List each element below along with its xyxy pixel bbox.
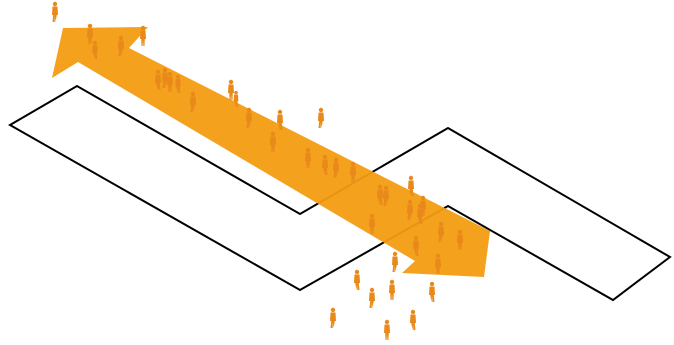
person-silhouette-icon (413, 235, 419, 256)
person-silhouette-icon (333, 157, 339, 178)
person-silhouette-icon (162, 67, 168, 88)
person-silhouette-icon (87, 23, 93, 44)
person-silhouette-icon (228, 79, 234, 100)
person-silhouette-icon (408, 175, 414, 196)
person-silhouette-icon (438, 221, 444, 242)
person-silhouette-icon (369, 213, 375, 234)
person-silhouette-icon (270, 131, 276, 152)
person-silhouette-icon (277, 109, 283, 130)
person-silhouette-icon (369, 287, 375, 308)
person-silhouette-icon (167, 71, 173, 92)
person-silhouette-icon (175, 74, 181, 93)
person-silhouette-icon (383, 185, 389, 206)
person-silhouette-icon (52, 1, 58, 22)
person-silhouette-icon (155, 69, 161, 90)
people-group (52, 1, 463, 340)
person-silhouette-icon (318, 107, 324, 128)
person-silhouette-icon (140, 25, 146, 46)
double-headed-arrow-icon (52, 27, 490, 277)
person-silhouette-icon (246, 107, 252, 128)
person-silhouette-icon (305, 147, 311, 168)
person-silhouette-icon (435, 253, 441, 274)
person-silhouette-icon (190, 91, 196, 112)
person-silhouette-icon (457, 229, 463, 250)
person-silhouette-icon (417, 203, 423, 224)
person-silhouette-icon (330, 307, 336, 328)
person-silhouette-icon (407, 199, 413, 220)
building-outline (7, 84, 672, 302)
person-silhouette-icon (322, 154, 328, 175)
person-silhouette-icon (410, 309, 416, 330)
person-silhouette-icon (350, 161, 356, 182)
person-silhouette-icon (354, 269, 360, 290)
person-silhouette-icon (92, 40, 98, 59)
person-silhouette-icon (389, 279, 395, 300)
person-silhouette-icon (233, 90, 239, 107)
person-silhouette-icon (118, 35, 124, 56)
person-silhouette-icon (429, 281, 435, 302)
person-silhouette-icon (384, 319, 390, 340)
person-silhouette-icon (392, 251, 398, 272)
person-silhouette-icon (377, 184, 383, 205)
